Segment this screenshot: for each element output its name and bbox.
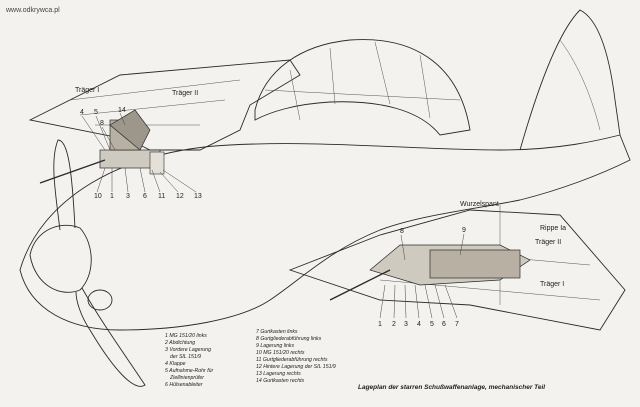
propeller-blade-upper [53, 139, 76, 231]
callout-upper-5: 5 [94, 109, 98, 116]
callout-lower-3: 3 [404, 321, 408, 328]
svg-text:Ziellinienprüfer: Ziellinienprüfer [169, 375, 204, 381]
svg-text:5 Aufnahme-Rohr für: 5 Aufnahme-Rohr für [165, 368, 214, 374]
callout-upper-3: 3 [126, 193, 130, 200]
svg-text:2 Abdichtung: 2 Abdichtung [164, 340, 195, 346]
legend-column-2: 7 Gurtkasten links 8 Gurtgliederabführun… [256, 329, 336, 384]
label-traeger-2-lower: Träger II [535, 239, 561, 246]
callout-lower-5: 5 [430, 321, 434, 328]
engine-cowl-hub [87, 289, 113, 311]
label-traeger-1-upper: Träger I [75, 87, 99, 94]
callout-upper-14: 14 [118, 107, 126, 114]
fuselage-outline [19, 134, 631, 331]
callout-upper-6: 6 [143, 193, 147, 200]
svg-text:11 Gurtgliederabführung rechts: 11 Gurtgliederabführung rechts [256, 357, 328, 363]
svg-text:9 Lagerung links: 9 Lagerung links [256, 343, 294, 349]
diagram-caption: Lageplan der starren Schußwaffenanlage, … [358, 384, 545, 391]
svg-text:der SIL 151/9: der SIL 151/9 [170, 354, 201, 360]
callout-lower-2: 2 [392, 321, 396, 328]
svg-text:13 Lagerung rechts: 13 Lagerung rechts [256, 371, 301, 377]
svg-text:12 Hintere Lagerung der SIL 15: 12 Hintere Lagerung der SIL 151/9 [256, 364, 336, 370]
cockpit-canopy [254, 39, 471, 136]
legend-column-1: 1 MG 151/20 links 2 Abdichtung 3 Vordere… [164, 333, 214, 388]
upper-gun-assembly [39, 109, 165, 184]
upper-wing-outline [28, 59, 301, 151]
svg-text:3 Vordere Lagerung: 3 Vordere Lagerung [165, 347, 211, 353]
callout-upper-12: 12 [176, 193, 184, 200]
callout-upper-8: 8 [100, 120, 104, 127]
callout-upper-13: 13 [194, 193, 202, 200]
callout-upper-11: 11 [158, 193, 165, 200]
callout-lower-1: 1 [378, 321, 382, 328]
svg-text:10 MG 151/20 rechts: 10 MG 151/20 rechts [256, 350, 305, 356]
svg-text:4 Klappe: 4 Klappe [165, 361, 186, 367]
svg-text:8 Gurtgliederabführung links: 8 Gurtgliederabführung links [256, 336, 322, 342]
canopy-frames [264, 41, 461, 121]
tail-fin-rudder-line [559, 39, 601, 131]
watermark: www.odkrywca.pl [5, 7, 60, 14]
label-traeger-2-upper: Träger II [172, 90, 198, 97]
svg-text:1 MG 151/20 links: 1 MG 151/20 links [165, 333, 207, 339]
callout-lower-4: 4 [417, 321, 421, 328]
tail-fin-outline [519, 9, 621, 151]
label-wurzelspant: Wurzelspant [460, 201, 499, 208]
lower-wing-outline [288, 209, 626, 331]
label-traeger-1-lower: Träger I [540, 281, 564, 288]
callout-lower-6: 6 [442, 321, 446, 328]
lower-callout-leaders [379, 233, 465, 319]
callout-lower-8: 8 [400, 228, 404, 235]
svg-text:14 Gurtkasten rechts: 14 Gurtkasten rechts [256, 378, 305, 384]
propeller-blade-lower [75, 287, 146, 387]
callout-upper-10: 10 [94, 193, 102, 200]
callout-upper-1: 1 [110, 193, 114, 200]
lower-gun-assembly [329, 244, 531, 301]
label-rippe-1a: Rippe Ia [540, 225, 566, 232]
callout-lower-7: 7 [455, 321, 459, 328]
svg-text:6 Hülsenableiter: 6 Hülsenableiter [165, 382, 203, 388]
callout-lower-9: 9 [462, 227, 466, 234]
callout-upper-4: 4 [80, 109, 84, 116]
propeller-spinner [29, 224, 92, 293]
upper-callout-leaders [81, 112, 197, 193]
svg-text:7 Gurtkasten links: 7 Gurtkasten links [256, 329, 298, 335]
